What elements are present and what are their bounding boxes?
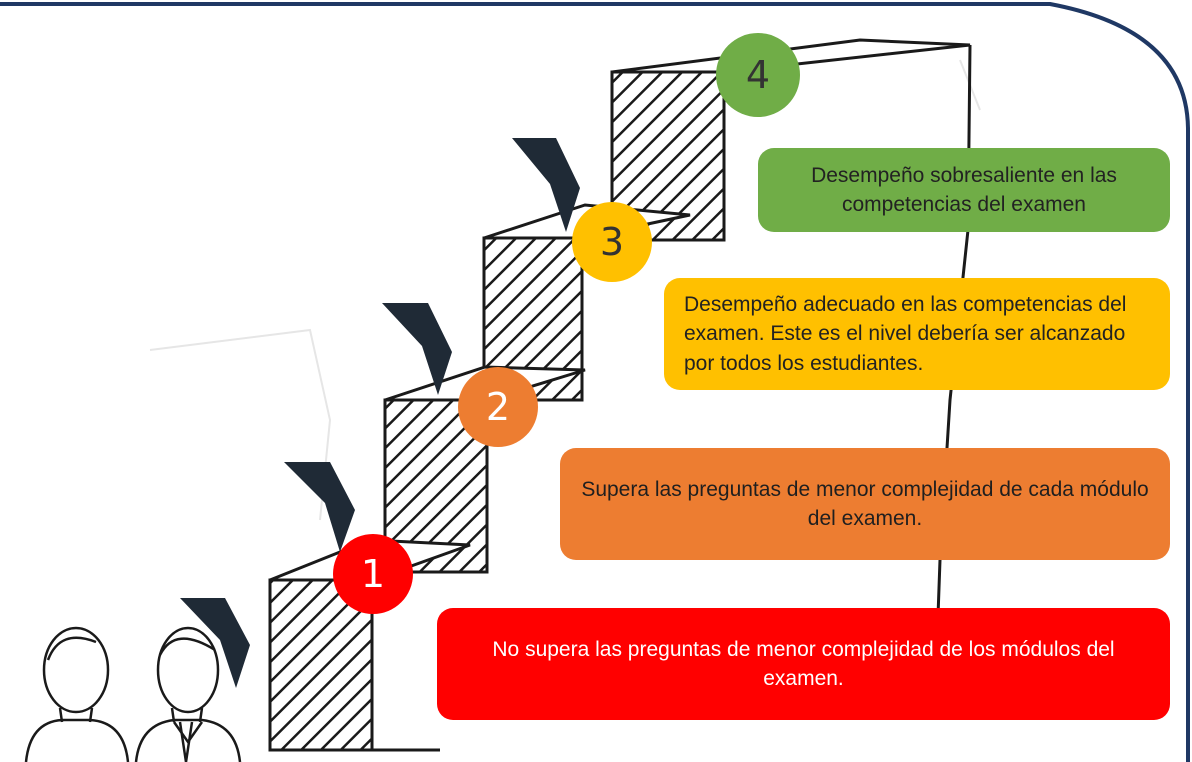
woman-avatar-icon <box>24 626 130 762</box>
level-1-text: No supera las preguntas de menor complej… <box>492 637 1115 690</box>
level-4-badge: 4 <box>716 33 800 117</box>
level-3-text: Desempeño adecuado en las competencias d… <box>684 292 1127 375</box>
level-2-text: Supera las preguntas de menor complejida… <box>581 477 1149 530</box>
level-1-number: 1 <box>360 552 386 596</box>
level-3-number: 3 <box>599 220 625 264</box>
chevron-arrow-icon <box>512 138 580 232</box>
man-avatar-icon <box>134 626 242 762</box>
level-4-description: Desempeño sobresaliente en las competenc… <box>758 148 1170 232</box>
chevron-arrow-icon <box>382 303 452 395</box>
chevron-arrow-icon <box>284 462 355 552</box>
level-1-badge: 1 <box>333 534 413 614</box>
level-2-badge: 2 <box>458 367 538 447</box>
chevron-arrows <box>180 138 580 688</box>
level-4-text: Desempeño sobresaliente en las competenc… <box>811 163 1117 216</box>
level-2-number: 2 <box>485 385 511 429</box>
level-1-description: No supera las preguntas de menor complej… <box>437 608 1170 720</box>
level-3-description: Desempeño adecuado en las competencias d… <box>664 278 1170 390</box>
level-3-badge: 3 <box>572 202 652 282</box>
level-4-number: 4 <box>745 53 771 97</box>
level-2-description: Supera las preguntas de menor complejida… <box>560 448 1170 560</box>
chevron-arrow-icon <box>180 598 250 688</box>
